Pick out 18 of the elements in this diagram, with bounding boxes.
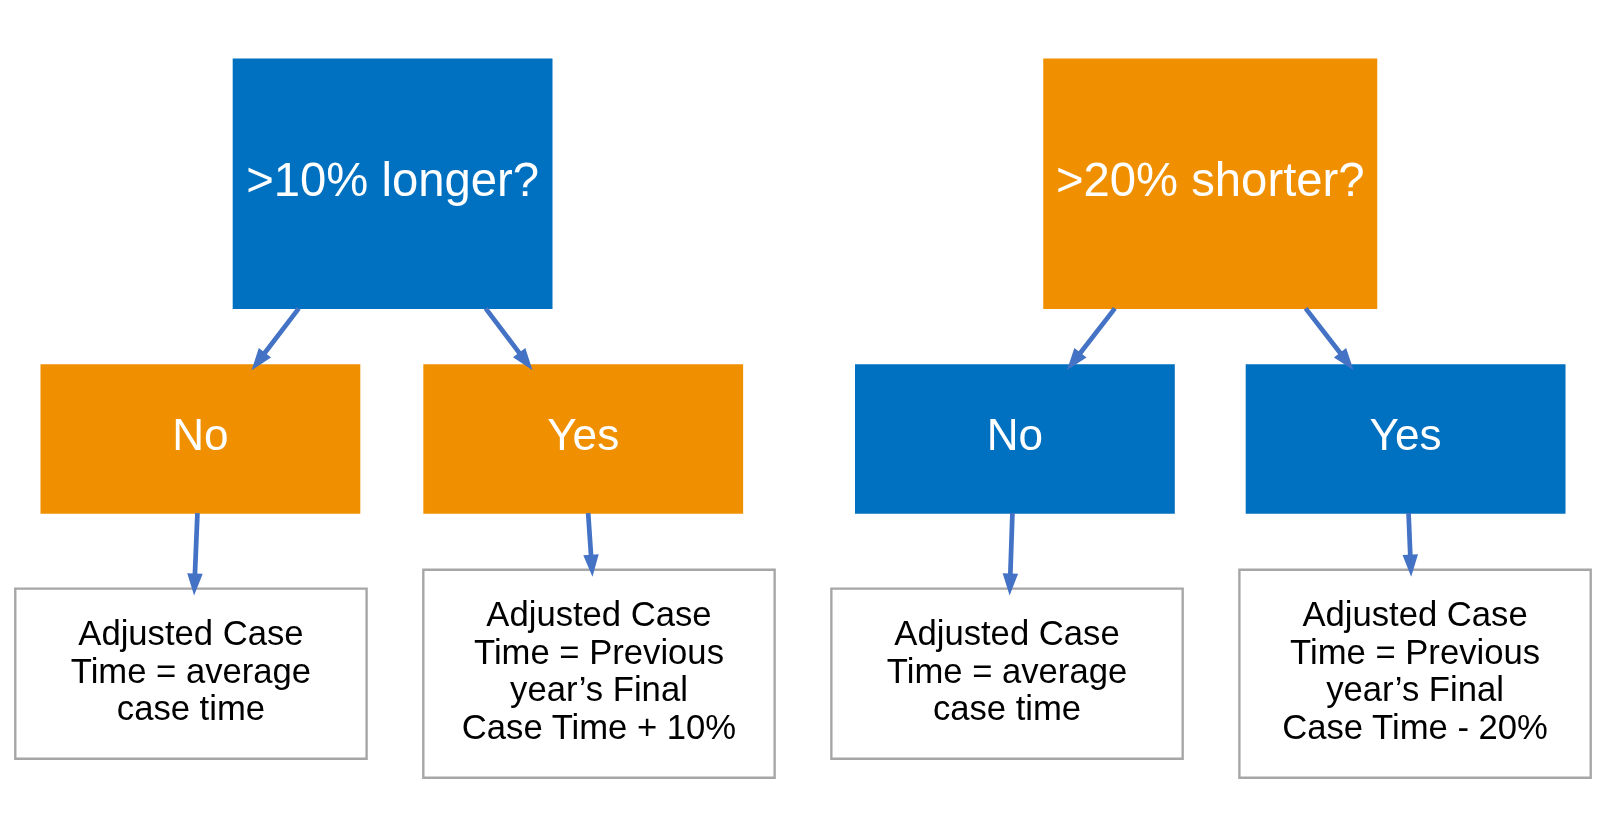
- node-box: No: [855, 364, 1175, 514]
- node-box: Adjusted Case Time = average case time: [14, 587, 368, 760]
- arrow: [1066, 306, 1117, 371]
- arrow: [1402, 513, 1418, 577]
- node-box: >10% longer?: [232, 58, 553, 309]
- node-box: Adjusted Case Time = average case time: [830, 587, 1184, 760]
- node-box: No: [40, 364, 361, 514]
- node-box: Yes: [423, 364, 744, 514]
- arrow: [583, 513, 599, 577]
- arrow: [483, 307, 533, 371]
- arrow: [1002, 513, 1019, 596]
- node-box: Yes: [1245, 364, 1566, 514]
- node-box: Adjusted Case Time = Previous year’s Final Case Time - 20%: [1238, 568, 1592, 779]
- node-box: >20% shorter?: [1043, 58, 1378, 309]
- arrow: [251, 307, 301, 371]
- arrow: [1303, 306, 1354, 371]
- node-box: Adjusted Case Time = Previous year’s Final Case Time + 10%: [422, 568, 776, 779]
- arrow: [187, 513, 203, 596]
